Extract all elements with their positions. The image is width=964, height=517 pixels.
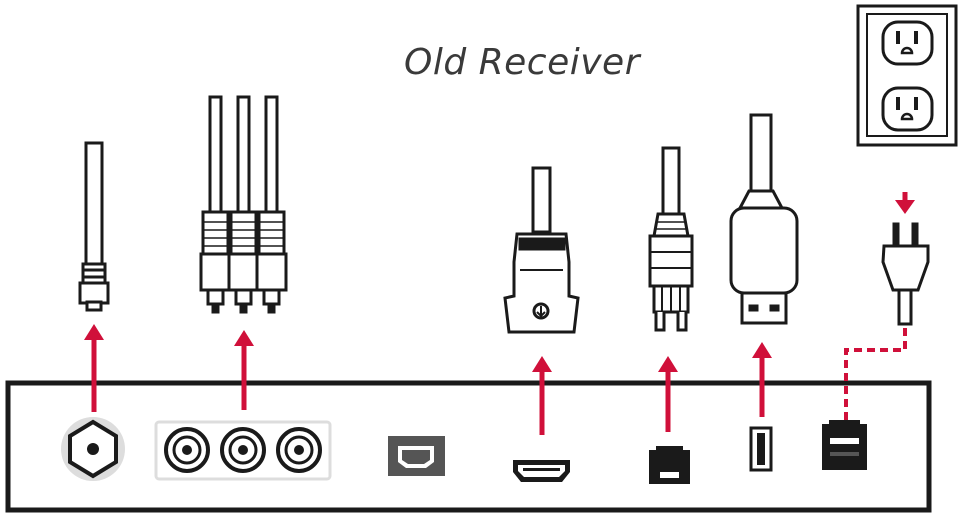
wall-outlet-icon (856, 4, 958, 147)
power-plug-icon (881, 222, 930, 326)
rca-ports-icon (154, 420, 332, 481)
hdmi-plug-icon (503, 166, 580, 334)
outlet-socket-bottom (881, 86, 934, 132)
rca-plugs-icon (199, 95, 288, 314)
usb-port-icon (749, 426, 773, 472)
usb-plug-icon (729, 113, 799, 325)
diagram-title: Old Receiver (404, 42, 640, 83)
outlet-socket-top (881, 20, 934, 66)
hdmi-port-icon (513, 460, 570, 482)
optical-port-icon (388, 436, 445, 476)
ethernet-port-icon (649, 446, 690, 484)
dashed-power-link (844, 328, 907, 424)
coax-connector-icon (78, 141, 110, 312)
coax-port-icon (61, 417, 125, 481)
rj45-plug-icon (648, 146, 694, 332)
connection-arrows (84, 192, 915, 435)
receiver-panel (5, 380, 932, 513)
power-port-icon (822, 420, 867, 470)
